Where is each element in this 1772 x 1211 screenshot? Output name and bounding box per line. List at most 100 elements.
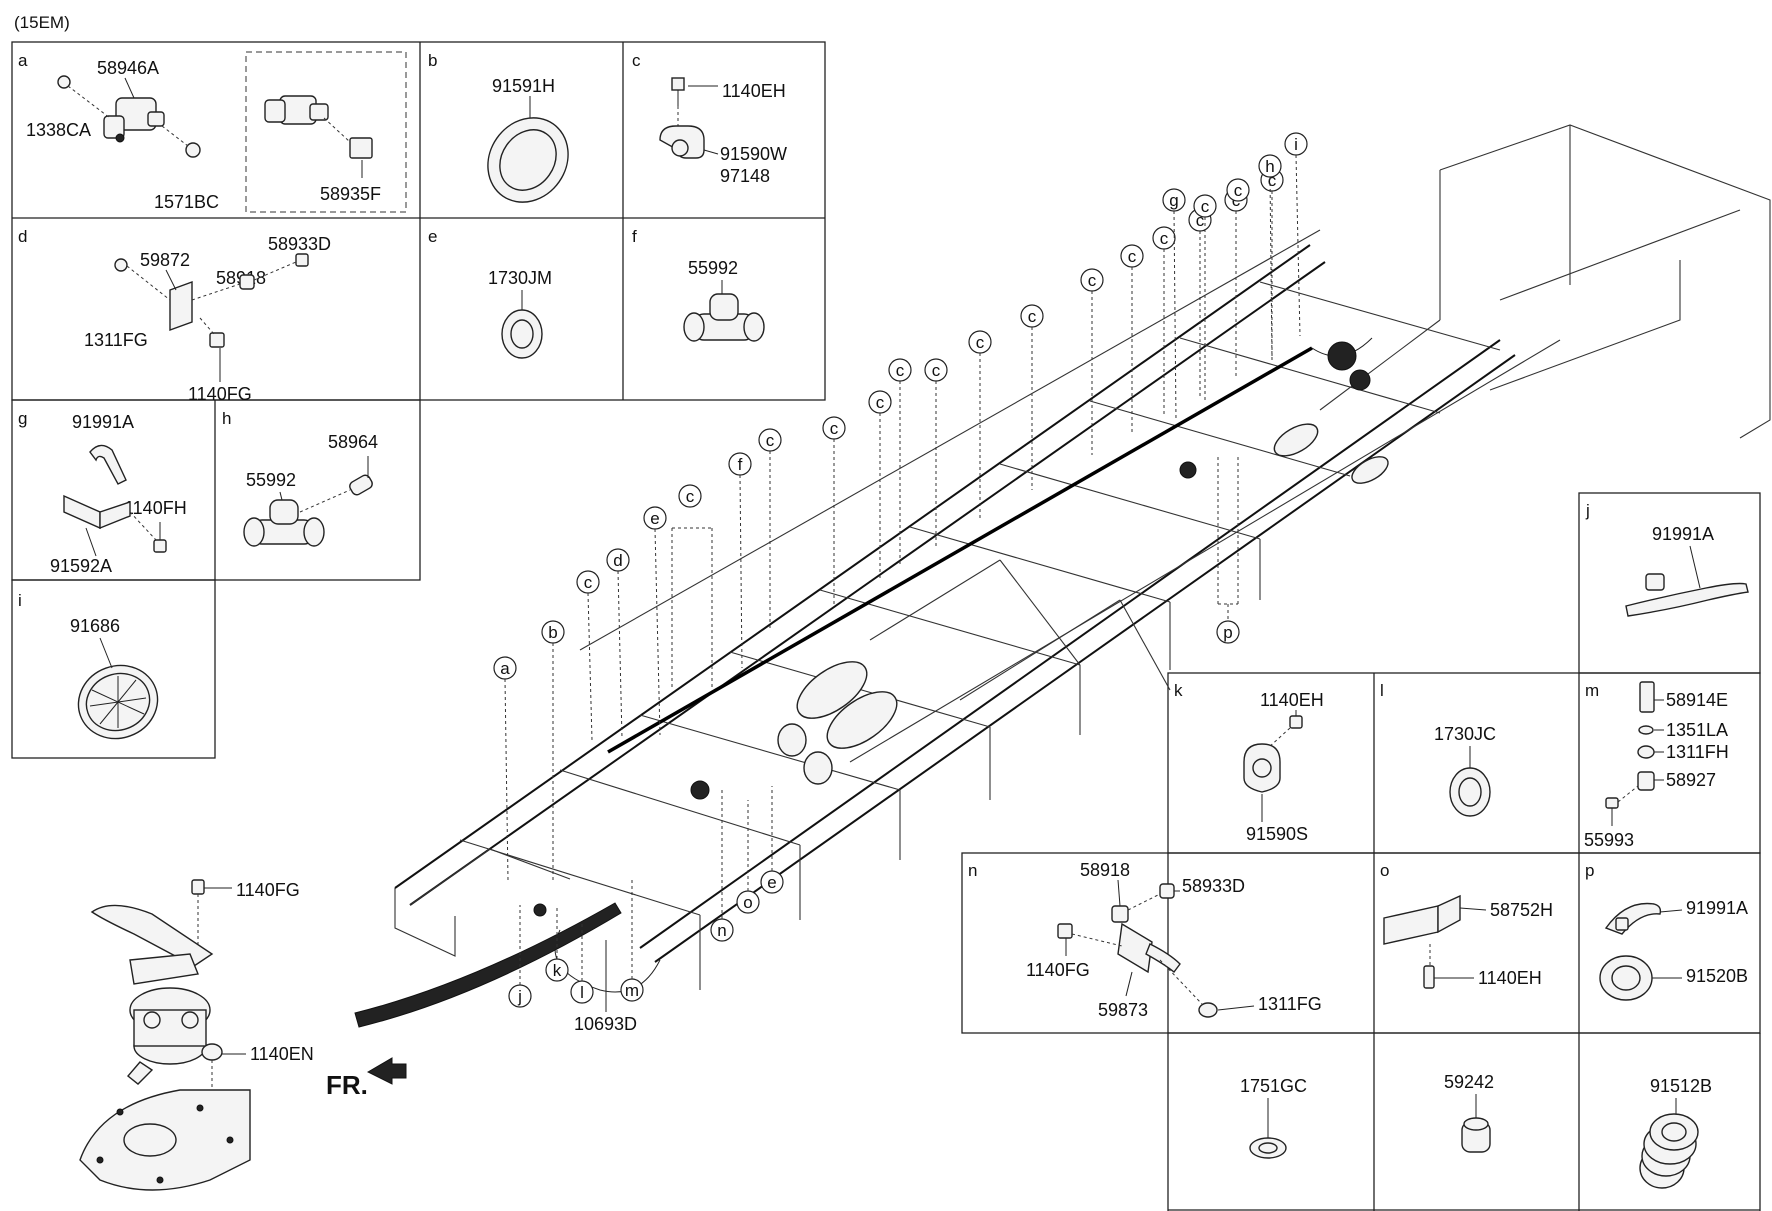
- section-d: d 59872 58918 58933D 1311FG 1140FG: [18, 227, 331, 404]
- grommet-ring-icon: [487, 96, 569, 203]
- fitting-stack-icon: [1605, 681, 1664, 826]
- callout-f: f: [738, 455, 743, 474]
- front-label: FR.: [326, 1070, 368, 1100]
- callout-o: o: [743, 893, 752, 912]
- part-label-58964: 58964: [328, 432, 378, 452]
- section-letter-l: l: [1380, 681, 1384, 700]
- callout-c-16: c: [1201, 197, 1210, 216]
- section-letter-h: h: [222, 409, 231, 428]
- callout-i: i: [1294, 135, 1298, 154]
- section-i: i 91686: [18, 591, 159, 740]
- tie-and-grommet-icon: [1599, 902, 1683, 1001]
- section-59242: 59242: [1444, 1072, 1494, 1153]
- front-direction-marker: FR.: [326, 1057, 407, 1100]
- callout-c-9: c: [1028, 307, 1037, 326]
- junction-block-icon: [1383, 894, 1487, 989]
- part-label-1140FG-main: 1140FG: [236, 880, 300, 900]
- section-letter-f: f: [632, 227, 637, 246]
- callout-c-11: c: [1128, 247, 1137, 266]
- callout-c-17: c: [1234, 181, 1243, 200]
- section-letter-j: j: [1585, 501, 1590, 520]
- part-label-59873: 59873: [1098, 1000, 1148, 1020]
- part-label-1140EH-o: 1140EH: [1478, 968, 1542, 988]
- section-letter-i: i: [18, 591, 22, 610]
- callout-h: h: [1265, 157, 1274, 176]
- callout-c-4: c: [830, 419, 839, 438]
- callout-d: d: [613, 551, 622, 570]
- callout-c-12: c: [1160, 229, 1169, 248]
- section-k: k 1140EH 91590S: [1174, 681, 1324, 844]
- part-label-58935F: 58935F: [320, 184, 381, 204]
- section-p: p 91991A 91520B: [1585, 861, 1748, 1001]
- section-b: b 91591H: [428, 51, 569, 203]
- part-label-1338CA: 1338CA: [26, 120, 91, 140]
- section-j: j 91991A: [1585, 501, 1749, 617]
- part-label-1140FH: 1140FH: [124, 498, 187, 518]
- part-label-58933D: 58933D: [268, 234, 331, 254]
- tee-plug-icon: [243, 456, 373, 547]
- part-label-91991A-p: 91991A: [1686, 898, 1748, 918]
- part-label-1311FH: 1311FH: [1666, 742, 1729, 762]
- part-label-91991A: 91991A: [72, 412, 134, 432]
- clamp-clip-icon: [1243, 710, 1303, 822]
- part-label-1311FG-n: 1311FG: [1258, 994, 1322, 1014]
- tee-connector-icon: [683, 280, 765, 342]
- callout-c-6: c: [896, 361, 905, 380]
- part-label-58918-n: 58918: [1080, 860, 1130, 880]
- callout-k: k: [553, 961, 562, 980]
- callout-c-7: c: [932, 361, 941, 380]
- section-f: f 55992: [632, 227, 765, 342]
- part-label-91590W: 91590W: [720, 144, 787, 164]
- cable-tie-bracket-icon: [63, 444, 167, 557]
- callout-p: p: [1223, 623, 1232, 642]
- callout-j: j: [517, 987, 522, 1006]
- part-label-91686: 91686: [70, 616, 120, 636]
- part-label-1751GC: 1751GC: [1240, 1076, 1307, 1096]
- front-harness-strip: [354, 902, 622, 1028]
- part-label-1140FG: 1140FG: [188, 384, 252, 404]
- section-letter-n: n: [968, 861, 977, 880]
- callout-e-1: e: [650, 509, 659, 528]
- callouts: a b c d e c c f c c c: [493, 132, 1308, 1008]
- section-l: l 1730JC: [1380, 681, 1496, 817]
- bracket-fitting-n-icon: [1057, 879, 1255, 1018]
- section-letter-m: m: [1585, 681, 1599, 700]
- section-letter-a: a: [18, 51, 28, 70]
- callout-l: l: [580, 983, 584, 1002]
- cable-tie-icon: [1625, 545, 1749, 617]
- part-label-97148: 97148: [720, 166, 770, 186]
- part-label-1351LA: 1351LA: [1666, 720, 1728, 740]
- part-label-1730JC: 1730JC: [1434, 724, 1496, 744]
- section-g: g 91991A 1140FH 91592A: [18, 409, 187, 576]
- section-letter-o: o: [1380, 861, 1389, 880]
- plug-cap-icon: [77, 637, 159, 740]
- part-label-58933D-n: 58933D: [1182, 876, 1245, 896]
- washer-icon: [1249, 1098, 1287, 1159]
- callout-c-10: c: [1088, 271, 1097, 290]
- section-n: n 58918 58933D 1140FG 59873 1311FG: [968, 860, 1322, 1020]
- part-label-58752H: 58752H: [1490, 900, 1553, 920]
- callout-a: a: [500, 659, 510, 678]
- part-label-58946A: 58946A: [97, 58, 159, 78]
- section-letter-d: d: [18, 227, 27, 246]
- section-letter-e: e: [428, 227, 437, 246]
- solenoid-valve-icon: [57, 75, 201, 158]
- section-c: c 1140EH 91590W 97148: [632, 51, 787, 186]
- section-m: m 58914E 1351LA 1311FH 58927 55993: [1584, 681, 1729, 850]
- solenoid-assembly-icon: [264, 95, 373, 178]
- section-o: o 58752H 1140EH: [1380, 861, 1553, 989]
- fitting-nut-icon: [1461, 1094, 1491, 1153]
- section-a: a 58946A 1338CA 1571BC 58935F: [18, 51, 381, 212]
- brake-valve-detail: 1140FG 1140EN: [79, 879, 314, 1191]
- callout-c-5: c: [876, 393, 885, 412]
- part-label-58914E: 58914E: [1666, 690, 1728, 710]
- wiring-harness: [533, 337, 1373, 993]
- section-letter-p: p: [1585, 861, 1594, 880]
- bellows-grommet-icon: [1639, 1098, 1699, 1189]
- grommet-icon: [501, 290, 543, 359]
- section-letter-g: g: [18, 409, 27, 428]
- callout-c-13: c: [1196, 211, 1205, 230]
- chassis-frame-illustration: [394, 124, 1771, 990]
- bracket-fitting-icon: [114, 253, 309, 382]
